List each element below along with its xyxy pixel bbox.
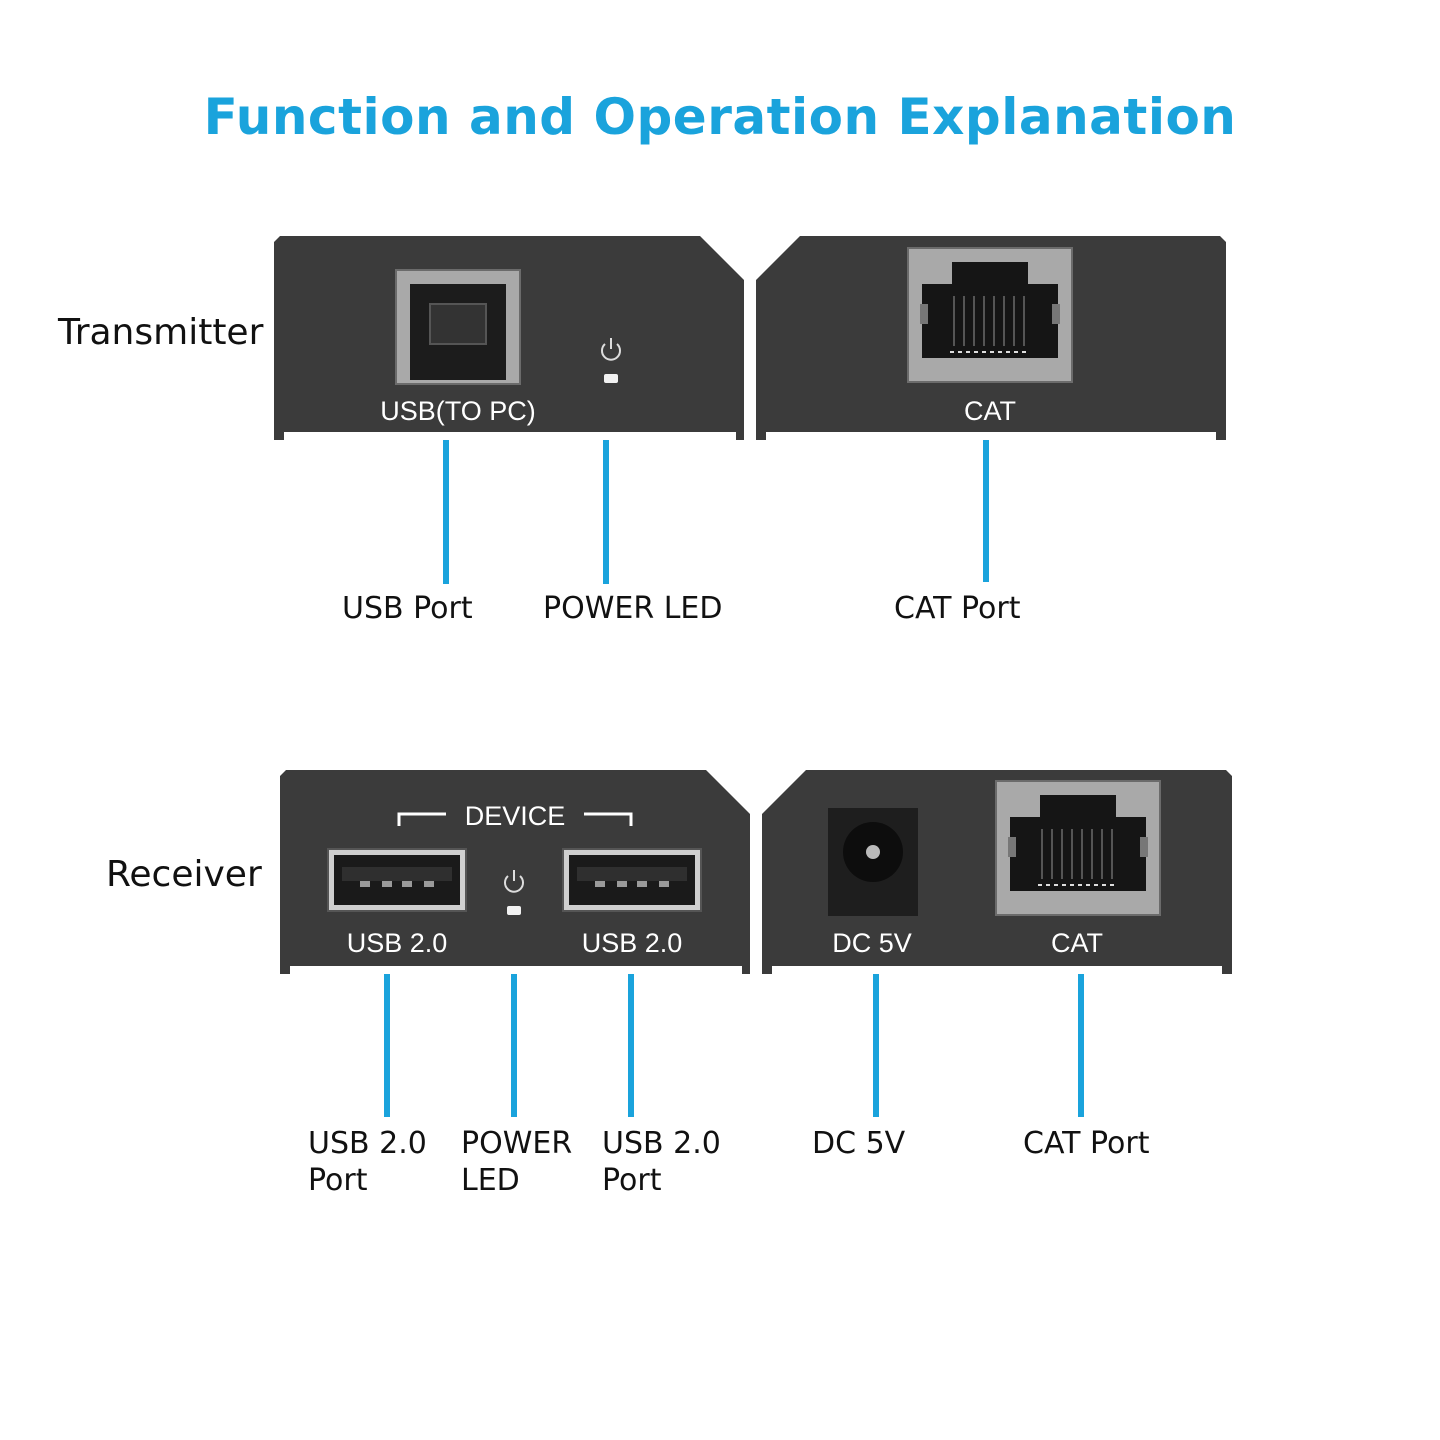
callout-line: POWER bbox=[461, 1126, 573, 1161]
transmitter-left-face: USB(TO PC) bbox=[274, 236, 744, 440]
callout-line: LED bbox=[461, 1163, 520, 1198]
led-indicator-icon bbox=[604, 374, 618, 383]
callout-usb-right-port: USB 2.0 Port bbox=[602, 1125, 721, 1199]
callout-line: Port bbox=[602, 1163, 662, 1198]
page-title: Function and Operation Explanation bbox=[203, 88, 1237, 146]
dc-5v-port-label: DC 5V bbox=[832, 928, 912, 958]
cat-port-label: CAT bbox=[1051, 928, 1103, 958]
device-bracket bbox=[397, 812, 633, 826]
callout-dc-5v: DC 5V bbox=[812, 1126, 906, 1161]
usb-b-port-icon bbox=[395, 269, 521, 385]
transmitter-leader-lines bbox=[443, 440, 989, 584]
transmitter-label: Transmitter bbox=[58, 312, 264, 353]
receiver-label: Receiver bbox=[106, 854, 262, 895]
callout-line: Port bbox=[308, 1163, 368, 1198]
callout-cat-port: CAT Port bbox=[894, 591, 1021, 626]
usb-a-port-icon bbox=[327, 848, 467, 912]
cat-port-label: CAT bbox=[964, 396, 1016, 426]
usb-left-port-label: USB 2.0 bbox=[347, 928, 448, 958]
callout-line: USB 2.0 bbox=[308, 1126, 427, 1161]
callout-power-led: POWER LED bbox=[461, 1125, 572, 1199]
receiver-leader-lines bbox=[384, 974, 1084, 1117]
rj45-port-icon bbox=[907, 247, 1073, 383]
usb-a-port-icon bbox=[562, 848, 702, 912]
callout-usb-left-port: USB 2.0 Port bbox=[308, 1125, 427, 1199]
callout-cat-port: CAT Port bbox=[1023, 1126, 1150, 1161]
receiver-right-face: DC 5V CAT bbox=[762, 770, 1232, 974]
rj45-port-icon bbox=[995, 780, 1161, 916]
usb-to-pc-port-label: USB(TO PC) bbox=[380, 396, 536, 426]
receiver-left-face: DEVICE USB 2.0 USB 2.0 bbox=[280, 770, 750, 974]
callout-usb-port: USB Port bbox=[342, 591, 473, 626]
usb-right-port-label: USB 2.0 bbox=[582, 928, 683, 958]
device-label: DEVICE bbox=[465, 801, 566, 831]
led-indicator-icon bbox=[507, 906, 521, 915]
callout-power-led: POWER LED bbox=[543, 591, 723, 626]
transmitter-right-face: CAT bbox=[756, 236, 1226, 440]
dc-jack-icon bbox=[828, 808, 918, 916]
callout-line: USB 2.0 bbox=[602, 1126, 721, 1161]
